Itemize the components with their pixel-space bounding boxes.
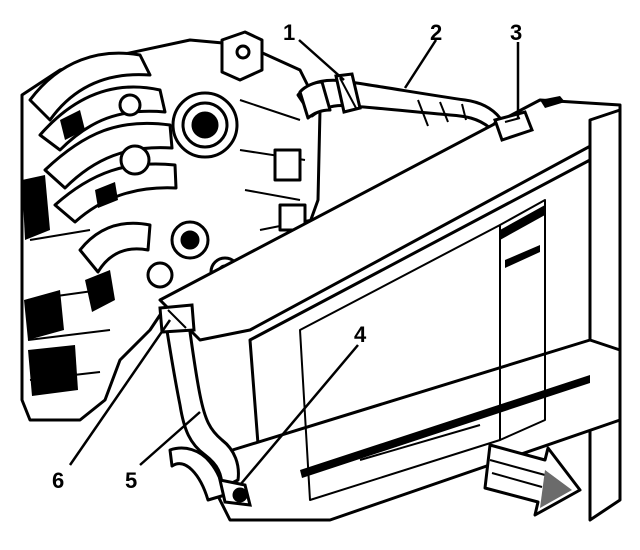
callout-6: 6 xyxy=(52,468,64,493)
callout-4: 4 xyxy=(354,322,367,347)
drain-fitting xyxy=(218,478,252,507)
engine-shading xyxy=(22,110,118,396)
lower-hose-clamp xyxy=(158,303,196,334)
callout-3: 3 xyxy=(510,20,522,45)
engine-block xyxy=(20,30,322,422)
callout-5: 5 xyxy=(125,468,137,493)
callout-2: 2 xyxy=(430,20,442,45)
callout-1: 1 xyxy=(283,20,295,45)
radiator-upper-fitting xyxy=(493,110,534,142)
upper-radiator-hose xyxy=(296,78,502,130)
lower-radiator-hose xyxy=(163,316,240,502)
leader-lines xyxy=(68,39,520,486)
front-direction-arrow xyxy=(483,443,582,517)
radiator-shading xyxy=(300,96,590,478)
radiator-support xyxy=(158,98,622,522)
upper-hose-clamp xyxy=(334,72,362,114)
